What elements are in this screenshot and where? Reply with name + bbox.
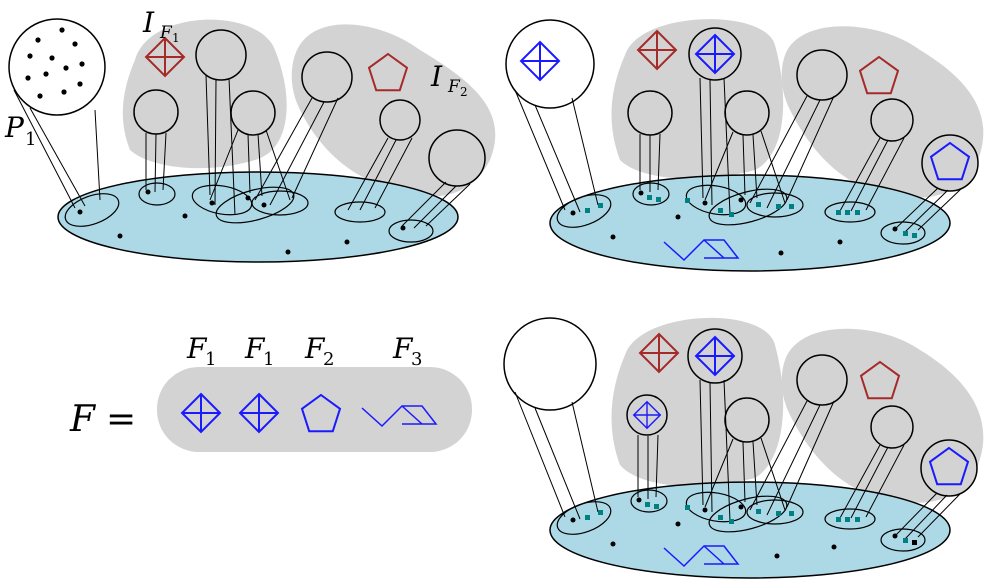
- label-P-sub: 1: [25, 129, 36, 150]
- embedding-markers: [585, 502, 908, 543]
- label-F3-sub: 3: [411, 349, 422, 370]
- copy-circle: [920, 439, 978, 497]
- image-circle: [503, 317, 597, 411]
- host-groupings: [556, 489, 926, 552]
- panel-family: F = F 1 F 1 F 2 F 3: [69, 332, 472, 452]
- copy-circle: [724, 90, 770, 136]
- panel-top-left: P 1 I F 1 I F 2: [4, 6, 496, 263]
- label-equals: =: [106, 399, 136, 440]
- copy-circle: [301, 51, 353, 103]
- copy-circle: [724, 397, 770, 443]
- host-ellipse: [549, 174, 951, 272]
- image-circle: [505, 19, 595, 109]
- mapping-lines: [514, 379, 962, 540]
- copy-circle: [379, 99, 421, 141]
- label-F1-first-sub: 1: [205, 349, 216, 370]
- label-IF2-subsub: 2: [460, 85, 468, 99]
- copy-circle: [921, 134, 979, 192]
- label-IF2-sub: F: [447, 77, 461, 97]
- mapping-lines: [514, 77, 963, 233]
- family-blob: [157, 367, 472, 452]
- host-ellipse: [57, 171, 459, 263]
- copy-circle: [870, 98, 914, 142]
- copy-circle: [230, 90, 276, 136]
- host-groupings: [64, 182, 434, 243]
- label-IF1-subsub: 1: [172, 31, 180, 45]
- label-IF2: I: [430, 60, 443, 93]
- point-set-circle: [8, 18, 106, 116]
- label-F3: F: [392, 332, 414, 365]
- copy-circle: [627, 90, 673, 136]
- label-IF1: I: [142, 6, 155, 39]
- label-F1-first: F: [186, 332, 208, 365]
- host-groupings: [556, 182, 926, 245]
- panel-top-right: [505, 19, 984, 272]
- host-vertices: [570, 497, 898, 559]
- host-vertices: [77, 189, 406, 255]
- label-F1-second: F: [244, 332, 266, 365]
- copy-circle: [796, 49, 848, 101]
- label-F2: F: [304, 332, 326, 365]
- copy-circle: [133, 89, 179, 135]
- copy-circle: [870, 405, 914, 449]
- embedding-markers: [585, 195, 917, 238]
- host-vertices: [570, 190, 898, 256]
- copy-circle: [428, 129, 486, 187]
- copy-circle: [796, 354, 848, 406]
- panel-bottom-right: [503, 317, 984, 579]
- host-vertex-square: [912, 540, 917, 545]
- mapping-lines: [13, 74, 471, 229]
- point-set-dots: [25, 27, 85, 99]
- label-F2-sub: 2: [323, 349, 334, 370]
- label-IF1-sub: F: [159, 23, 173, 43]
- copy-circle: [195, 29, 247, 81]
- label-F: F: [69, 399, 97, 440]
- host-ellipse: [549, 481, 951, 579]
- label-P: P: [4, 111, 25, 144]
- label-F1-second-sub: 1: [263, 349, 274, 370]
